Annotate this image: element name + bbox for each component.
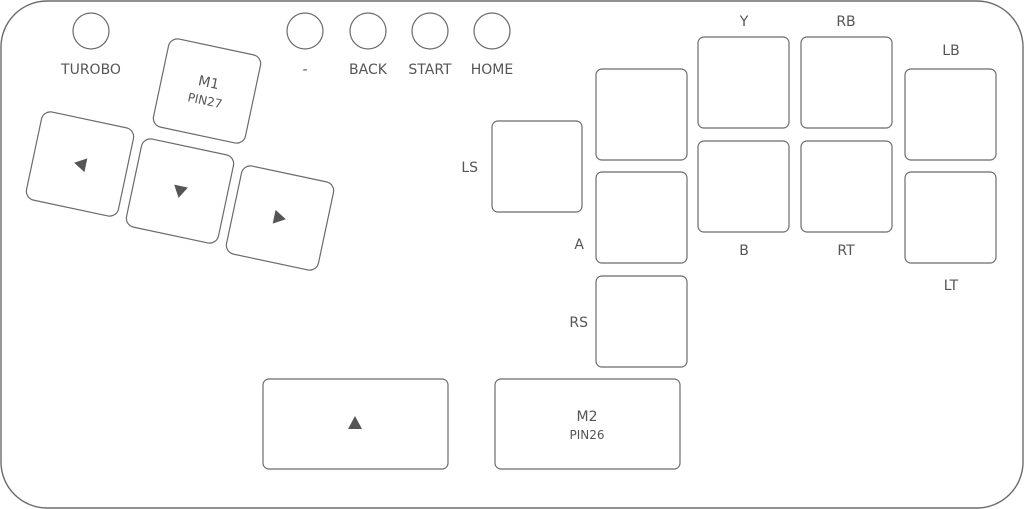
m1-button[interactable]: M1 PIN27 [152, 37, 263, 145]
arrow-left-icon [74, 158, 88, 173]
arrow-up-icon [348, 416, 362, 429]
y-button[interactable] [697, 36, 790, 129]
ls-button[interactable] [491, 120, 583, 213]
x-button[interactable] [595, 68, 688, 161]
minus-button[interactable] [286, 12, 324, 50]
m2-button[interactable]: M2 PIN26 [494, 378, 681, 470]
down-button[interactable] [125, 137, 236, 245]
lb-button[interactable] [904, 68, 997, 161]
back-label: BACK [349, 62, 388, 78]
back-button[interactable] [349, 12, 387, 50]
up-button[interactable] [262, 378, 449, 470]
a-label: A [574, 237, 584, 253]
turbo-label: TUROBO [60, 62, 121, 78]
rb-button[interactable] [800, 36, 893, 129]
start-label: START [408, 62, 452, 78]
ls-label: LS [461, 160, 478, 176]
start-button[interactable] [411, 12, 449, 50]
rt-label: RT [837, 243, 855, 259]
lb-label: LB [942, 43, 959, 59]
turbo-button[interactable] [72, 12, 110, 50]
arrow-right-icon [272, 209, 286, 224]
y-label: Y [739, 14, 749, 30]
m2-label: M2 [577, 409, 598, 425]
rb-label: RB [836, 14, 855, 30]
minus-label: - [302, 62, 307, 78]
a-button[interactable] [595, 171, 688, 264]
arrow-down-icon [174, 184, 188, 198]
rt-button[interactable] [800, 140, 893, 233]
right-button[interactable] [225, 164, 336, 272]
home-button[interactable] [473, 12, 511, 50]
b-button[interactable] [697, 140, 790, 233]
rs-label: RS [569, 315, 588, 331]
b-label: B [739, 243, 749, 259]
lt-button[interactable] [904, 171, 997, 264]
left-button[interactable] [25, 110, 136, 218]
home-label: HOME [471, 62, 513, 78]
m1-label: M1 [197, 73, 221, 93]
lt-label: LT [944, 278, 959, 294]
rs-button[interactable] [595, 275, 688, 368]
m2-pin-label: PIN26 [569, 428, 604, 442]
